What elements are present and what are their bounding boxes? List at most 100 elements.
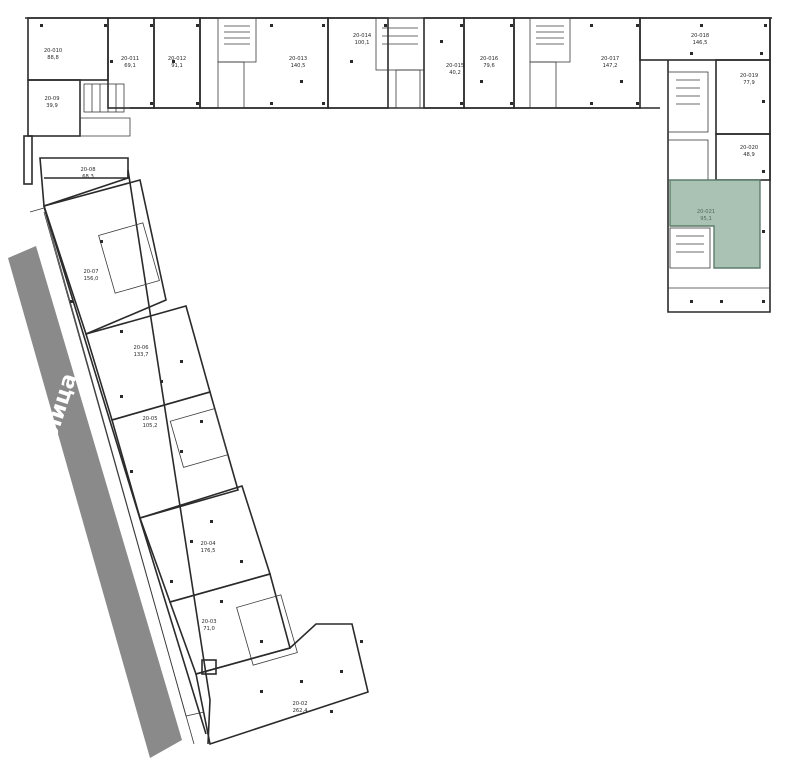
left-wing-street-wall bbox=[43, 205, 207, 735]
structural-column bbox=[210, 520, 213, 523]
unit-label-20-010: 20-010 bbox=[44, 48, 62, 54]
structural-column bbox=[690, 52, 693, 55]
room-20-014 bbox=[327, 17, 389, 109]
structural-column bbox=[100, 240, 103, 243]
structural-column bbox=[110, 60, 113, 63]
structural-column bbox=[196, 24, 199, 27]
room-20-019 bbox=[715, 59, 771, 135]
unit-label-20-016: 20-016 bbox=[480, 56, 498, 62]
structural-column bbox=[480, 80, 483, 83]
stair-core-4 bbox=[529, 17, 571, 63]
unit-area-20-013: 140,5 bbox=[291, 63, 306, 69]
structural-column bbox=[322, 102, 325, 105]
unit-label-20-012: 20-012 bbox=[168, 56, 186, 62]
shaft-4 bbox=[529, 61, 557, 109]
structural-column bbox=[120, 330, 123, 333]
top-wing bbox=[23, 17, 772, 185]
structural-column bbox=[762, 100, 765, 103]
room-20-021-highlight[interactable] bbox=[669, 179, 761, 269]
unit-label-20-03: 20-03 bbox=[201, 619, 216, 625]
structural-column bbox=[590, 102, 593, 105]
structural-column bbox=[384, 24, 387, 27]
unit-label-20-018: 20-018 bbox=[691, 33, 709, 39]
stair-core-2 bbox=[217, 17, 257, 63]
unit-area-20-021: 95,1 bbox=[700, 216, 712, 222]
unit-label-20-020: 20-020 bbox=[740, 145, 758, 151]
structural-column bbox=[270, 102, 273, 105]
structural-column bbox=[300, 680, 303, 683]
structural-column bbox=[636, 102, 639, 105]
structural-column bbox=[130, 470, 133, 473]
shaft-2 bbox=[217, 61, 245, 109]
structural-column bbox=[330, 710, 333, 713]
structural-column bbox=[340, 670, 343, 673]
structural-column bbox=[700, 24, 703, 27]
unit-area-20-010: 88,8 bbox=[47, 55, 59, 61]
structural-column bbox=[160, 380, 163, 383]
structural-column bbox=[260, 640, 263, 643]
unit-area-20-011: 69,1 bbox=[124, 63, 136, 69]
unit-area-20-09: 39,9 bbox=[46, 103, 58, 109]
structural-column bbox=[180, 360, 183, 363]
structural-column bbox=[720, 300, 723, 303]
unit-area-20-018: 146,5 bbox=[693, 40, 708, 46]
structural-column bbox=[270, 24, 273, 27]
unit-area-20-015: 40,2 bbox=[449, 70, 461, 76]
structural-column bbox=[460, 24, 463, 27]
structural-column bbox=[510, 102, 513, 105]
structural-column bbox=[590, 24, 593, 27]
unit-area-20-016: 79,6 bbox=[483, 63, 495, 69]
unit-label-20-02: 20-02 bbox=[292, 701, 307, 707]
unit-area-20-014: 100,1 bbox=[355, 40, 370, 46]
room-20-03 bbox=[168, 573, 291, 675]
room-20-02 bbox=[195, 623, 369, 746]
structural-column bbox=[172, 60, 175, 63]
unit-area-20-07: 156,0 bbox=[84, 276, 99, 282]
structural-column bbox=[240, 560, 243, 563]
unit-area-20-02: 262,4 bbox=[293, 708, 309, 714]
structural-column bbox=[150, 24, 153, 27]
unit-label-20-017: 20-017 bbox=[601, 56, 619, 62]
structural-column bbox=[762, 170, 765, 173]
unit-label-20-04: 20-04 bbox=[200, 541, 216, 547]
unit-label-20-08: 20-08 bbox=[80, 167, 95, 173]
stair-core-9 bbox=[236, 594, 298, 666]
structural-column bbox=[200, 420, 203, 423]
room-20-07 bbox=[42, 179, 167, 336]
unit-area-20-017: 147,2 bbox=[603, 63, 618, 69]
unit-area-20-03: 71,0 bbox=[203, 626, 215, 632]
room-20-013 bbox=[199, 17, 329, 109]
unit-area-20-012: 91,1 bbox=[171, 63, 183, 69]
columns bbox=[40, 24, 767, 713]
structural-column bbox=[40, 24, 43, 27]
structural-column bbox=[220, 600, 223, 603]
structural-column bbox=[460, 102, 463, 105]
unit-label-20-06: 20-06 bbox=[133, 345, 148, 351]
unit-label-20-021: 20-021 bbox=[697, 209, 715, 215]
structural-column bbox=[300, 80, 303, 83]
left-wing bbox=[39, 157, 369, 746]
stair-core-1 bbox=[28, 80, 131, 137]
structural-column bbox=[350, 60, 353, 63]
unit-area-20-019: 77,9 bbox=[743, 80, 755, 86]
sidewalk-edge bbox=[29, 207, 205, 717]
unit-area-20-020: 48,9 bbox=[743, 152, 755, 158]
room-20-05 bbox=[111, 391, 239, 519]
unit-area-20-05: 105,2 bbox=[143, 423, 158, 429]
structural-column bbox=[360, 640, 363, 643]
structural-column bbox=[120, 395, 123, 398]
structural-column bbox=[70, 300, 73, 303]
unit-labels: 20-010 88,8 20-011 69,1 20-012 91,1 20-0… bbox=[44, 33, 758, 714]
entry-2 bbox=[201, 659, 217, 675]
unit-label-20-013: 20-013 bbox=[289, 56, 307, 62]
street: Улица bbox=[8, 246, 182, 758]
unit-label-20-07: 20-07 bbox=[83, 269, 98, 275]
stair-1 bbox=[83, 83, 125, 113]
room-20-08 bbox=[39, 157, 129, 208]
unit-label-20-011: 20-011 bbox=[121, 56, 139, 62]
shaft-5 bbox=[667, 139, 709, 181]
structural-column bbox=[760, 52, 763, 55]
street-band bbox=[8, 246, 182, 758]
unit-label-20-05: 20-05 bbox=[142, 416, 157, 422]
